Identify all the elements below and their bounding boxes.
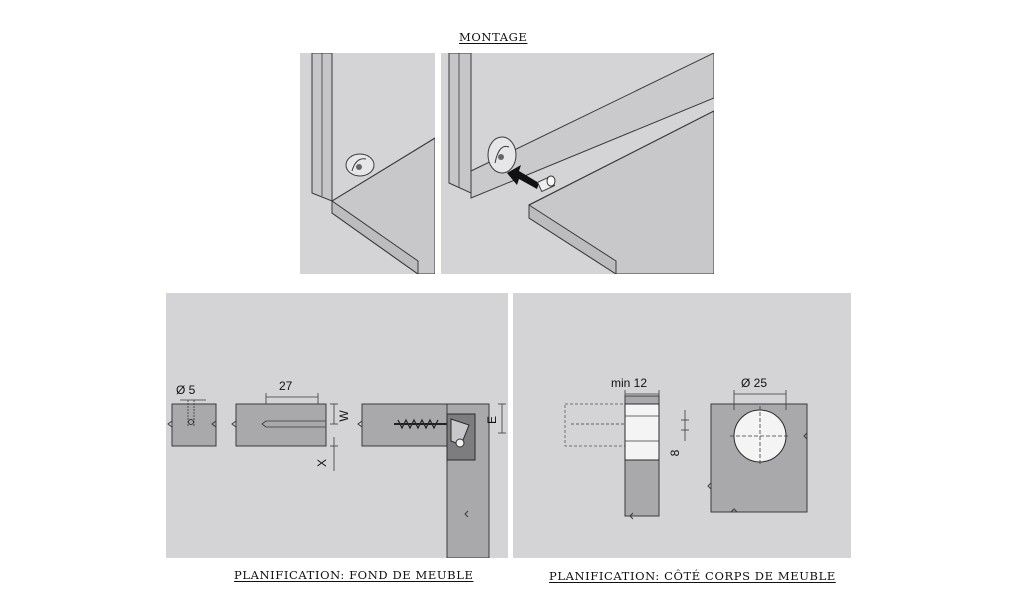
connector-housing-icon	[446, 413, 476, 461]
dim-min-12: min 12	[611, 376, 647, 390]
screw-icon	[394, 418, 450, 430]
dim-diameter-25: Ø 25	[741, 376, 767, 390]
assembly-image-right	[441, 53, 714, 274]
bore-hole-icon	[730, 406, 790, 466]
assembly-drawing-left	[311, 53, 435, 274]
plan-cote-drawing: min 12 8 Ø 25	[564, 376, 808, 520]
plan-cote-panel: min 12 8 Ø 25	[513, 293, 851, 558]
montage-caption: MONTAGE	[459, 30, 528, 44]
dim-depth-27: 27	[279, 379, 293, 393]
dowel-pin-icon	[536, 175, 556, 193]
insert-arrow-icon	[507, 165, 539, 189]
planification-fond-caption: PLANIFICATION: FOND DE MEUBLE	[234, 568, 474, 582]
dim-diameter-5: Ø 5	[176, 383, 196, 397]
connector-disc-icon	[345, 153, 375, 177]
assembly-drawing-right	[448, 53, 714, 274]
assembly-image-left	[300, 53, 435, 274]
connector-disc-icon	[487, 136, 517, 174]
dim-8: 8	[668, 449, 682, 456]
dim-e: E	[485, 416, 499, 424]
plan-fond-drawing: Ø 5 27 W X	[167, 379, 506, 558]
dim-w: W	[337, 410, 351, 422]
dim-x: X	[315, 459, 329, 467]
planification-cote-caption: PLANIFICATION: CÔTÉ CORPS DE MEUBLE	[549, 569, 836, 583]
plan-fond-panel: Ø 5 27 W X	[166, 293, 508, 558]
